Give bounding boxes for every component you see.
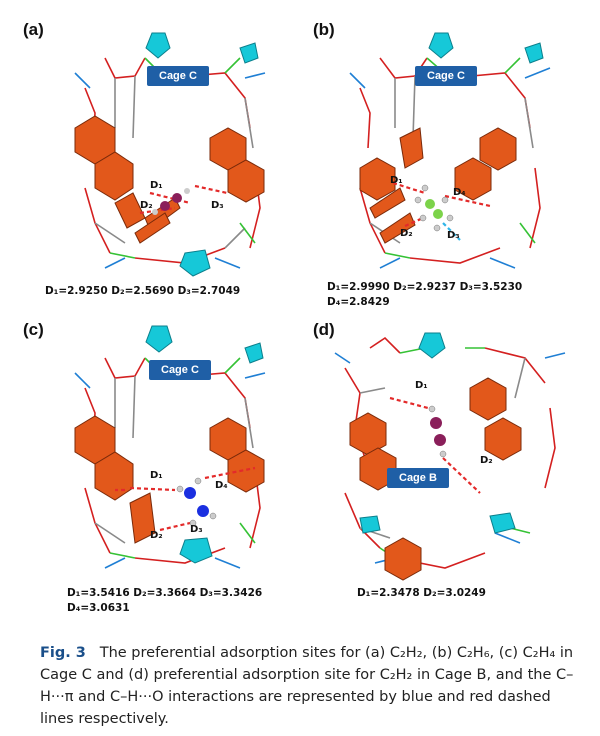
distance-line: D₁=2.3478 D₂=3.0249: [357, 587, 486, 599]
d2-label: D₂: [400, 228, 413, 239]
panel-c-label: (c): [23, 320, 44, 339]
d4-label: D₄: [215, 480, 228, 491]
panel-a-structure: D₁ D₂ D₃: [74, 32, 266, 277]
distance-line: D₁=3.5416 D₂=3.3664 D₃=3.3426: [67, 587, 263, 599]
panel-d-label: (d): [313, 320, 335, 339]
panel-b: D₁ D₂ D₃ D₄ (b) Cage C D₁=2.9990 D₂=2.92…: [305, 18, 595, 318]
d1-label: D₁: [390, 175, 403, 186]
d1-label: D₁: [415, 380, 428, 391]
panel-c: D₁ D₂ D₃ D₄ (c) Cage C D₁=3.5416 D₂=3.36…: [15, 318, 305, 618]
d3-label: D₃: [447, 230, 460, 241]
figure-number: Fig. 3: [40, 645, 86, 661]
caption-text: The preferential adsorption sites for (a…: [40, 645, 574, 727]
cage-label: Cage B: [387, 468, 449, 488]
d4-label: D₄: [453, 187, 466, 198]
panel-d: D₁ D₂ (d) Cage B D₁=2.3478 D₂=3.0249: [305, 318, 595, 618]
distance-line: D₄=3.0631: [67, 602, 130, 614]
panel-a-label: (a): [23, 20, 44, 39]
cage-label: Cage C: [147, 66, 209, 86]
panel-a: D₁ D₂ D₃ (a) Cage C D₁=2.9250 D₂=2.5690 …: [15, 18, 305, 318]
d1-label: D₁: [150, 470, 163, 481]
d2-label: D₂: [480, 455, 493, 466]
panel-b-structure: D₁ D₂ D₃ D₄: [349, 32, 551, 269]
d2-label: D₂: [140, 200, 153, 211]
panel-c-structure: D₁ D₂ D₃ D₄: [74, 325, 266, 569]
d2-label: D₂: [150, 530, 163, 541]
panel-d-structure: D₁ D₂: [334, 332, 566, 581]
panel-b-label: (b): [313, 20, 335, 39]
d3-label: D₃: [190, 524, 203, 535]
distance-line: D₁=2.9250 D₂=2.5690 D₃=2.7049: [45, 285, 241, 297]
figure-caption: Fig. 3 The preferential adsorption sites…: [40, 642, 580, 730]
d3-label: D₃: [211, 200, 224, 211]
distance-line: D₄=2.8429: [327, 296, 390, 308]
distance-line: D₁=2.9990 D₂=2.9237 D₃=3.5230: [327, 281, 523, 293]
cage-label: Cage C: [415, 66, 477, 86]
cage-label: Cage C: [149, 360, 211, 380]
d1-label: D₁: [150, 180, 163, 191]
